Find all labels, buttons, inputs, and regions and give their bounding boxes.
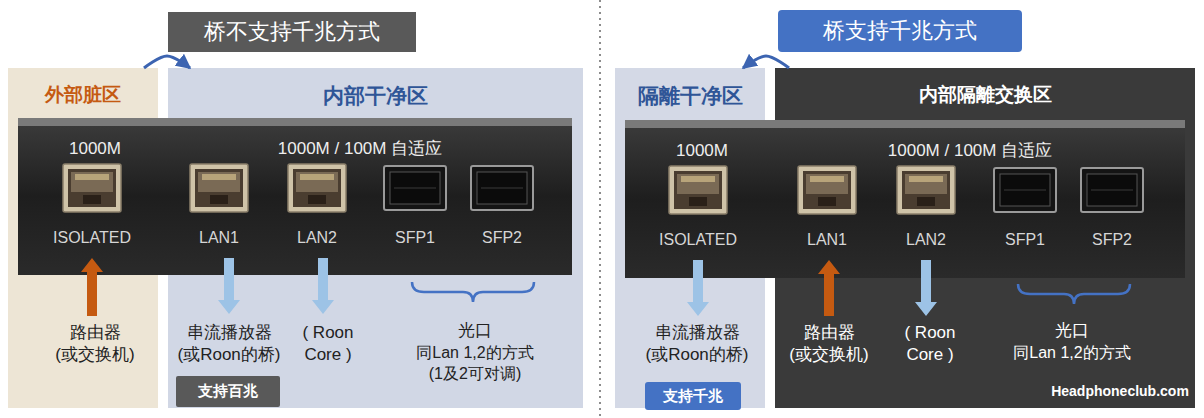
device-front	[18, 118, 572, 275]
device-label: 同Lan 1,2的方式	[1002, 343, 1142, 364]
bridge-direction-arrow	[743, 56, 789, 68]
label-anchor: ISOLATED	[643, 230, 753, 251]
port-name-label: SFP2	[1077, 230, 1147, 251]
label-anchor: 串流播放器 (或Roon的桥)	[162, 322, 297, 366]
zone-heading: 内部隔離交换区	[775, 82, 1195, 108]
label-anchor: ISOLATED	[37, 228, 147, 249]
speed-note: 支持百兆	[198, 382, 258, 401]
label-anchor: 路由器 (或交换机)	[45, 322, 145, 366]
label-anchor: LAN1	[792, 230, 862, 251]
label-anchor: SFP2	[467, 228, 537, 249]
label-anchor: LAN1	[184, 228, 254, 249]
label-anchor: 1000M / 100M 自适应	[840, 140, 1100, 162]
device-label: 路由器 (或交换机)	[779, 322, 879, 366]
bridge-direction-arrow	[144, 56, 190, 68]
port-name-label: LAN1	[792, 230, 862, 251]
sfp-port	[384, 166, 446, 210]
speed-note: 支持千兆	[663, 387, 723, 406]
label-anchor: 同Lan 1,2的方式	[1002, 343, 1142, 364]
zone-heading: 外部脏区	[8, 82, 158, 108]
port-name-label: ISOLATED	[643, 230, 753, 251]
port-name-label: LAN2	[891, 230, 961, 251]
label-anchor: Headphoneclub.com	[1045, 382, 1195, 400]
downlink-arrow	[687, 260, 709, 316]
device-panel-left	[18, 118, 572, 275]
panel-divider	[599, 0, 601, 418]
device-label: 路由器 (或交换机)	[45, 322, 145, 366]
rj45-port	[669, 166, 727, 214]
device-label: 串流播放器 (或Roon的桥)	[162, 322, 297, 366]
port-name-label: ISOLATED	[37, 228, 147, 249]
label-anchor: 同Lan 1,2的方式 (1及2可对调)	[405, 343, 545, 385]
downlink-arrow	[915, 260, 937, 316]
label-anchor: ( Roon Core )	[899, 322, 961, 366]
port-name-label: SFP1	[990, 230, 1060, 251]
label-anchor: 1000M / 100M 自适应	[230, 138, 490, 160]
port-name-label: LAN2	[282, 228, 352, 249]
port-name-label: LAN1	[184, 228, 254, 249]
port-speed-label: 1000M	[657, 140, 747, 162]
label-anchor: 路由器 (或交换机)	[779, 322, 879, 366]
device-label: 光口	[435, 320, 515, 342]
method-title-box: 桥支持千兆方式	[778, 10, 1022, 52]
label-anchor: LAN2	[282, 228, 352, 249]
curly-bracket	[412, 282, 534, 302]
uplink-arrow	[81, 258, 103, 316]
port-name-label: SFP2	[467, 228, 537, 249]
label-anchor: SFP2	[1077, 230, 1147, 251]
label-anchor: 1000M	[657, 140, 747, 162]
port-speed-label: 1000M / 100M 自适应	[230, 138, 490, 160]
sfp-port	[994, 168, 1056, 212]
port-speed-label: 1000M / 100M 自适应	[840, 140, 1100, 162]
device-label: 同Lan 1,2的方式 (1及2可对调)	[405, 343, 545, 385]
label-anchor: 光口	[1032, 320, 1112, 342]
zone-heading: 隔離干净区	[615, 82, 765, 110]
label-anchor: 光口	[435, 320, 515, 342]
device-label: ( Roon Core )	[297, 322, 359, 366]
curly-bracket	[1018, 284, 1130, 304]
label-anchor: SFP1	[990, 230, 1060, 251]
port-name-label: SFP1	[380, 228, 450, 249]
rj45-port	[63, 164, 121, 212]
sfp-port	[471, 166, 533, 210]
label-anchor: SFP1	[380, 228, 450, 249]
device-label: ( Roon Core )	[899, 322, 961, 366]
port-speed-label: 1000M	[50, 138, 140, 160]
label-anchor: 1000M	[50, 138, 140, 160]
label-anchor: LAN2	[891, 230, 961, 251]
method-title: 桥支持千兆方式	[823, 16, 977, 46]
device-panel-right	[625, 120, 1185, 278]
label-anchor: 串流播放器 (或Roon的桥)	[630, 322, 765, 366]
label-anchor: ( Roon Core )	[297, 322, 359, 366]
uplink-arrow	[818, 260, 840, 316]
rj45-port	[897, 166, 955, 214]
speed-badge: 支持千兆	[645, 382, 741, 410]
method-title: 桥不支持千兆方式	[204, 17, 380, 47]
downlink-arrow	[218, 258, 240, 314]
speed-badge: 支持百兆	[176, 376, 280, 407]
device-bevel	[18, 118, 572, 126]
zone-heading: 内部干净区	[168, 82, 583, 110]
downlink-arrow	[312, 258, 334, 314]
method-title-box: 桥不支持千兆方式	[168, 12, 416, 52]
device-front	[625, 120, 1185, 278]
device-bevel	[625, 120, 1185, 128]
device-label: 光口	[1032, 320, 1112, 342]
watermark: Headphoneclub.com	[1045, 382, 1195, 400]
sfp-port	[1081, 168, 1143, 212]
rj45-port	[288, 164, 346, 212]
device-label: 串流播放器 (或Roon的桥)	[630, 322, 765, 366]
flow-arrows	[81, 258, 937, 316]
rj45-port	[798, 166, 856, 214]
rj45-port	[190, 164, 248, 212]
